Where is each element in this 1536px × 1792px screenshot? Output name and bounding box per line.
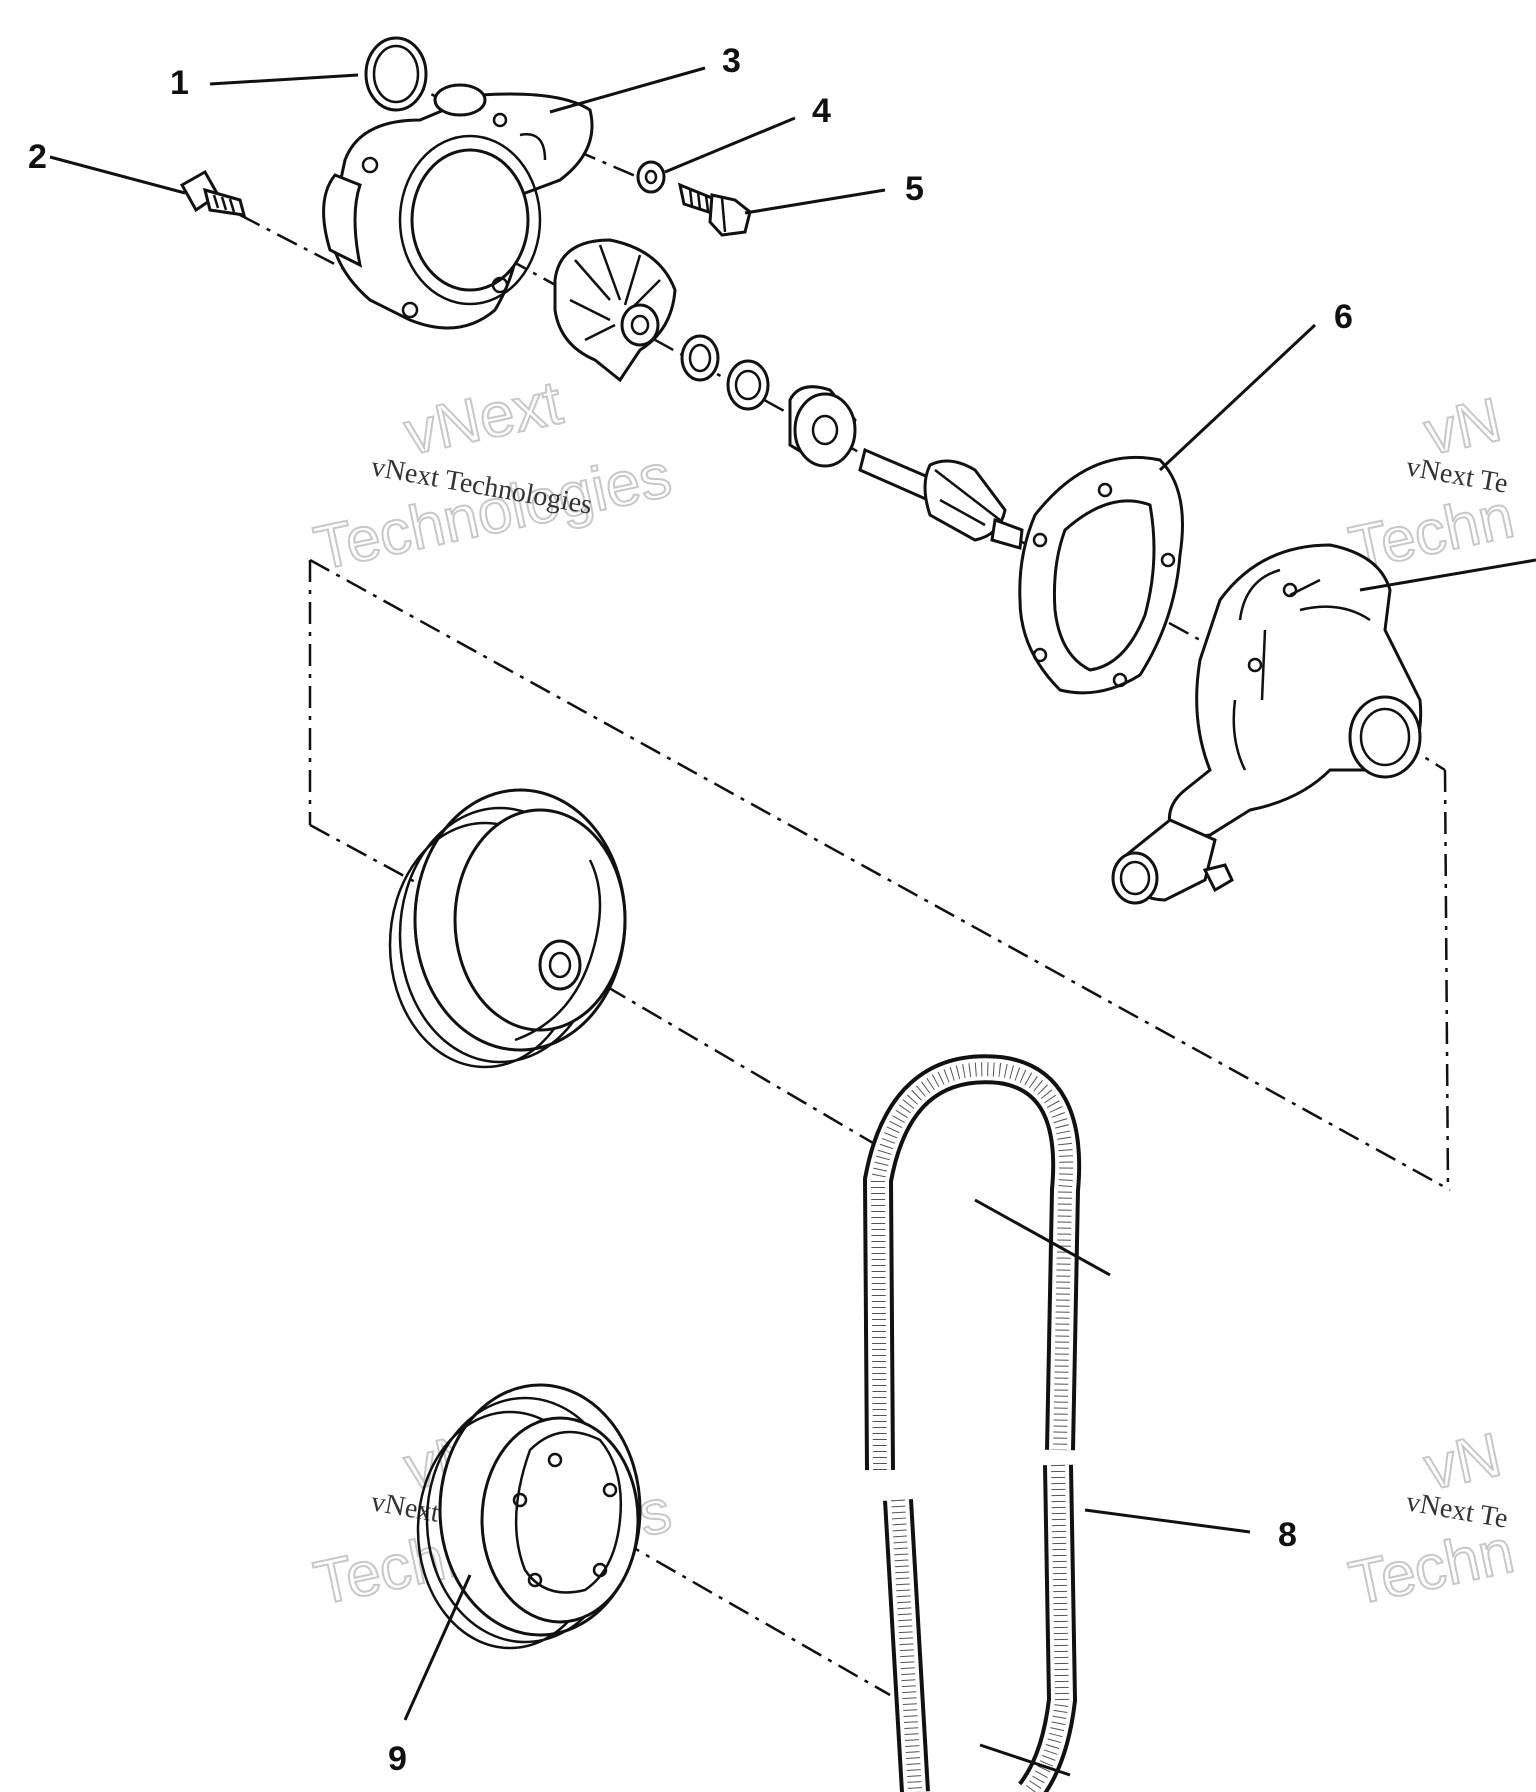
watermark-line1-cut: vN xyxy=(1419,1420,1507,1503)
crankshaft-pulley-part-9 xyxy=(416,1383,642,1650)
washer-hole xyxy=(644,169,658,185)
pump-body xyxy=(1111,543,1423,905)
v-belt-part-8 xyxy=(862,1054,1082,1792)
o-ring-part-1 xyxy=(364,36,428,112)
pump-shaft xyxy=(858,447,1024,550)
callout-5: 5 xyxy=(905,170,924,208)
callout-4: 4 xyxy=(812,92,831,130)
watermark-line2: Technologies xyxy=(309,441,677,584)
gasket-part-6 xyxy=(1018,455,1184,695)
o-ring-inner-edge xyxy=(372,44,420,104)
hex-bolt-part-5 xyxy=(677,182,752,237)
watermark-line1: vNext xyxy=(399,368,568,468)
callout-leader-lines xyxy=(49,66,1536,1777)
watermark-top-right: vN Techn vNext Te xyxy=(1343,384,1521,584)
pump-cover-part-3 xyxy=(322,83,594,330)
drain-bolt-part-2 xyxy=(179,169,247,217)
watermark-top-left: vNext Technologies vNext Technologies xyxy=(308,367,678,584)
washer-part-4 xyxy=(636,160,666,194)
callout-1: 1 xyxy=(170,64,189,102)
callout-8: 8 xyxy=(1278,1516,1297,1554)
callout-numbers: 1 2 3 4 5 6 8 9 xyxy=(28,42,1353,1778)
callout-3: 3 xyxy=(722,42,741,80)
bearing xyxy=(788,385,857,468)
mechanical-seal xyxy=(680,334,720,382)
water-pump-pulley xyxy=(388,788,627,1069)
impeller xyxy=(553,238,677,383)
callout-9: 9 xyxy=(388,1740,407,1778)
callout-6: 6 xyxy=(1334,298,1353,336)
watermark-line1-cut: vN xyxy=(1419,385,1507,468)
watermark-bottom-right: vN Techn vNext Te xyxy=(1343,1419,1521,1619)
oil-seal xyxy=(726,359,770,411)
callout-2: 2 xyxy=(28,138,47,176)
